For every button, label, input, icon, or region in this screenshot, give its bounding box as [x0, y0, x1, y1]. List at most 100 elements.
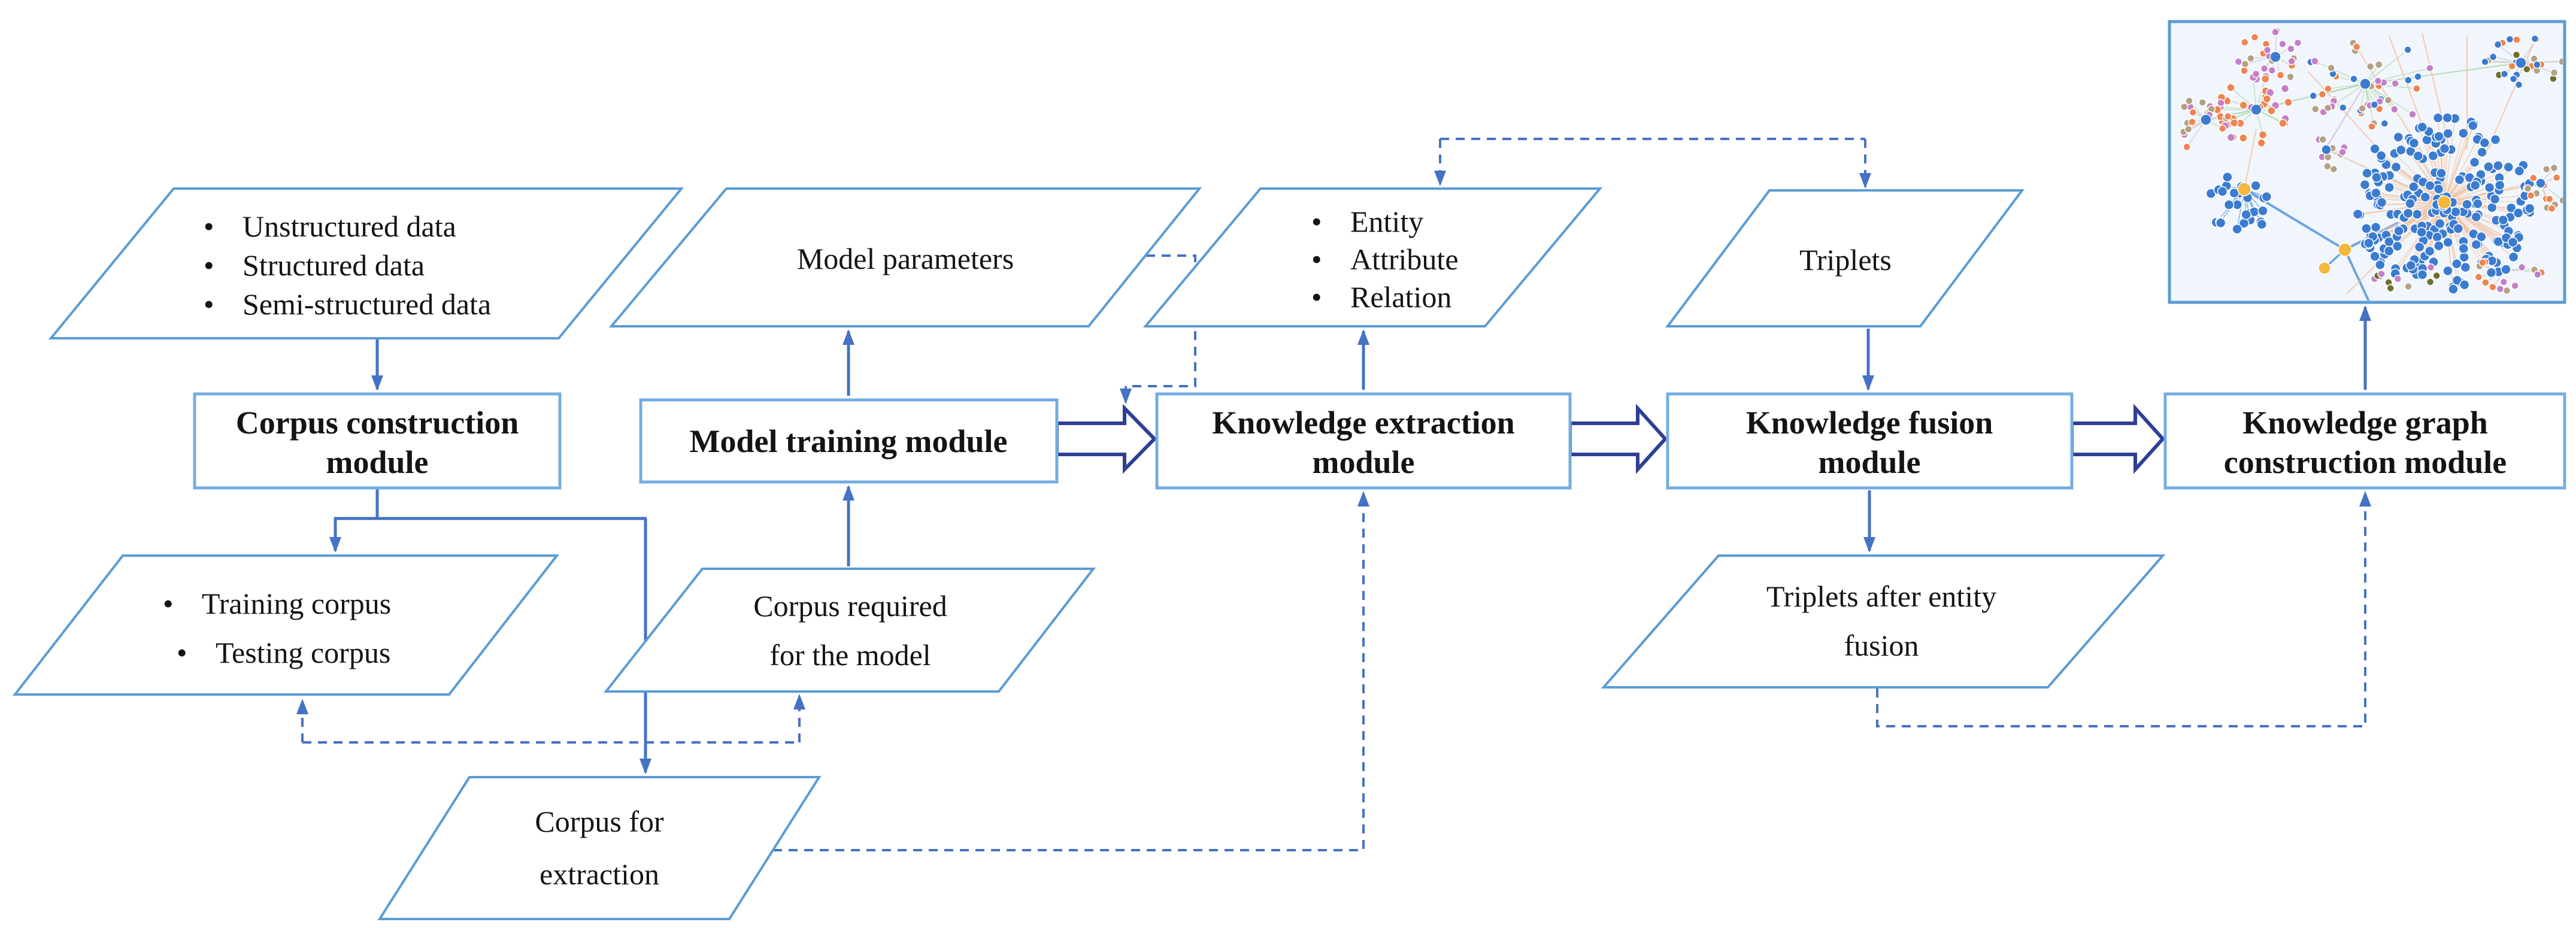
network-node: [2469, 157, 2480, 168]
network-node: [2319, 135, 2327, 144]
network-node: [2417, 269, 2428, 280]
network-node: [2422, 134, 2432, 145]
network-node: [2433, 240, 2444, 251]
network-node: [2262, 94, 2272, 104]
network-node: [2393, 226, 2404, 236]
network-node: [2489, 193, 2501, 205]
network-node: [2442, 113, 2453, 123]
network-node: [2366, 62, 2375, 71]
network-edge: [2444, 139, 2478, 203]
network-node: [2287, 57, 2296, 66]
module-knowledge-fusion-line2: module: [1818, 444, 1920, 480]
network-hub-node: [2501, 264, 2511, 275]
network-node: [2434, 218, 2445, 229]
network-node: [2318, 90, 2327, 99]
network-node: [2384, 182, 2395, 193]
network-node: [2426, 278, 2435, 286]
network-node: [2218, 125, 2227, 133]
network-node: [2271, 28, 2280, 37]
network-node: [2462, 199, 2472, 210]
network-node: [2369, 143, 2380, 154]
network-hub-node: [2359, 78, 2371, 90]
network-node: [2232, 223, 2242, 235]
network-node: [2198, 98, 2207, 107]
network-node: [2500, 69, 2509, 78]
network-node: [2327, 63, 2335, 72]
network-hub-node: [2250, 104, 2262, 116]
network-node: [2239, 134, 2248, 142]
network-node: [2260, 64, 2269, 73]
parallelogram-triplets: [1665, 189, 2025, 327]
network-node: [2526, 191, 2535, 200]
network-node: [2442, 237, 2453, 248]
corpus-required-line2: for the model: [769, 638, 931, 672]
network-node: [2405, 260, 2417, 271]
network-node: [2542, 165, 2551, 174]
network-node: [2545, 195, 2554, 204]
network-node: [2508, 251, 2519, 263]
network-node: [2414, 72, 2422, 81]
network-node: [2371, 172, 2382, 183]
bullet-icon: •: [1311, 280, 1322, 314]
network-node: [2402, 208, 2414, 219]
network-node: [2508, 62, 2516, 71]
network-hub-node: [2535, 178, 2546, 189]
network-node: [2493, 40, 2502, 49]
network-node: [2408, 138, 2420, 148]
network-node: [2309, 92, 2317, 100]
network-node: [2420, 192, 2431, 202]
network-node: [2256, 219, 2268, 230]
network-node: [2350, 75, 2358, 83]
network-node: [2241, 209, 2251, 220]
network-node: [2559, 196, 2563, 205]
network-node: [2448, 284, 2459, 295]
corpus-for-extraction-line2: extraction: [540, 857, 659, 891]
network-node: [2239, 101, 2248, 110]
network-node: [2494, 180, 2505, 191]
network-node: [2417, 122, 2428, 133]
module-knowledge-fusion-line1: Knowledge fusion: [1746, 405, 1993, 441]
network-node: [2512, 50, 2521, 59]
module-kg-construction: [2163, 392, 2566, 490]
network-node: [2550, 68, 2559, 77]
network-node: [2257, 138, 2266, 147]
network-node: [2393, 132, 2404, 142]
network-node: [2530, 34, 2539, 43]
network-node: [2458, 128, 2469, 139]
bullet-icon: •: [177, 636, 187, 669]
network-node: [2427, 150, 2438, 162]
corpus-for-extraction-line1: Corpus for: [535, 805, 664, 838]
network-node: [2226, 133, 2236, 142]
network-node: [2368, 122, 2376, 131]
network-node: [2426, 263, 2435, 272]
network-node: [2396, 144, 2407, 156]
network-node: [2380, 119, 2389, 128]
network-node: [2474, 272, 2483, 281]
block-arrow-fusion-to-kgmodule: [2070, 404, 2166, 474]
network-node: [2371, 187, 2381, 199]
bullet-icon: •: [204, 248, 214, 282]
network-edge: [2323, 83, 2366, 153]
network-edge: [2444, 183, 2530, 203]
bullet-icon: •: [204, 287, 214, 321]
network-node: [2280, 84, 2290, 93]
extraction-output-item: Attribute: [1350, 242, 1459, 276]
network-node: [2257, 205, 2268, 216]
network-edge: [2444, 118, 2456, 203]
network-node: [2414, 241, 2425, 253]
network-node: [2471, 211, 2482, 223]
network-node: [2339, 104, 2347, 112]
network-node: [2226, 83, 2235, 92]
network-node: [2278, 119, 2287, 128]
module-knowledge-extraction-line2: module: [1312, 444, 1414, 480]
network-edge: [2244, 128, 2257, 190]
module-corpus-construction: [193, 392, 562, 490]
network-node: [2223, 199, 2235, 210]
network-edge: [2365, 49, 2408, 84]
data-source-item: Semi-structured data: [243, 287, 491, 321]
network-node: [2433, 184, 2444, 195]
dashed-tripletsfused-to-kgmodule: [1876, 491, 2371, 727]
network-node: [2413, 84, 2421, 93]
